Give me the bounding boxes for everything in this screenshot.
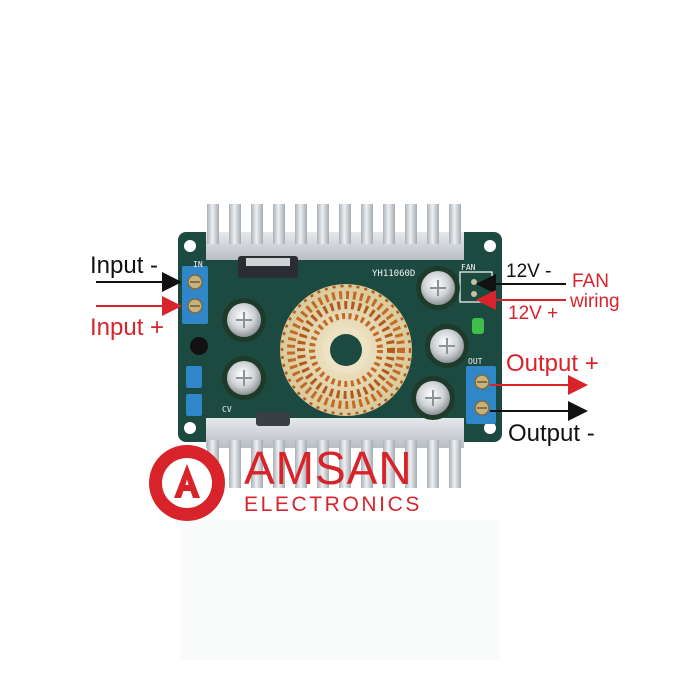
- input-terminal-block: [182, 266, 208, 324]
- transistor: [190, 337, 208, 355]
- label-fan-wiring: wiring: [570, 291, 620, 312]
- label-output-plus: Output +: [506, 350, 599, 377]
- board-out-marking: OUT: [468, 357, 483, 366]
- label-fan-12v-minus: 12V -: [506, 261, 552, 282]
- label-input-plus: Input +: [90, 314, 165, 341]
- brand-name: AMSAN: [244, 442, 413, 494]
- label-input-minus: Input -: [90, 252, 159, 279]
- capacitor: [222, 356, 266, 400]
- capacitor: [411, 376, 455, 420]
- capacitor: [416, 266, 460, 310]
- board-fan-marking: FAN: [461, 263, 476, 272]
- label-fan-title: FAN: [572, 271, 609, 292]
- capacitor: [222, 298, 266, 342]
- label-fan-12v-plus: 12V +: [508, 303, 559, 324]
- capacitor: [425, 324, 469, 368]
- top-heatsink: [206, 204, 464, 260]
- toroid-inductor: [280, 284, 412, 416]
- board-cv-marking: CV: [222, 405, 232, 414]
- label-output-minus: Output -: [508, 420, 595, 447]
- output-terminal-block: [466, 366, 496, 424]
- circle-a-logo-icon: [149, 445, 225, 521]
- potentiometer: [186, 394, 202, 416]
- board-in-marking: IN: [193, 260, 203, 269]
- potentiometer: [186, 366, 202, 388]
- board-model-marking: YH11060D: [372, 269, 416, 279]
- brand-subtitle: ELECTRONICS: [244, 493, 422, 516]
